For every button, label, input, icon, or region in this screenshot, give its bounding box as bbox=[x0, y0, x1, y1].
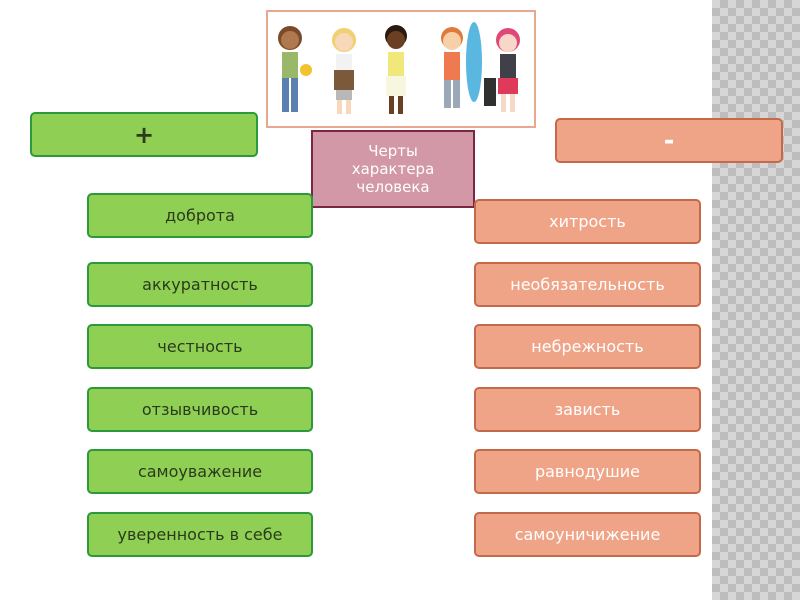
center-topic-line: Черты bbox=[368, 142, 418, 160]
children-illustration-icon bbox=[278, 22, 520, 114]
center-topic-box: Черты характера человека bbox=[311, 130, 475, 208]
negative-trait-label: необязательность bbox=[510, 275, 665, 294]
negative-trait-box: равнодушие bbox=[474, 449, 701, 494]
negative-trait-box: необязательность bbox=[474, 262, 701, 307]
positive-trait-label: честность bbox=[157, 337, 243, 356]
negative-trait-label: самоуничижение bbox=[514, 525, 661, 544]
negative-trait-box: хитрость bbox=[474, 199, 701, 244]
positive-trait-label: самоуважение bbox=[137, 462, 263, 481]
negative-header: - bbox=[555, 118, 783, 163]
center-topic-line: человека bbox=[356, 178, 430, 196]
child-figure bbox=[332, 28, 356, 114]
positive-trait-box: отзывчивость bbox=[87, 387, 313, 432]
children-group-illustration bbox=[266, 10, 536, 128]
positive-header: + bbox=[30, 112, 258, 157]
positive-trait-label: уверенность в себе bbox=[117, 525, 283, 544]
positive-trait-box: уверенность в себе bbox=[87, 512, 313, 557]
negative-header-label: - bbox=[663, 125, 675, 156]
negative-trait-box: небрежность bbox=[474, 324, 701, 369]
negative-trait-label: равнодушие bbox=[534, 462, 641, 481]
child-figure bbox=[278, 26, 312, 112]
negative-trait-box: самоуничижение bbox=[474, 512, 701, 557]
positive-trait-box: честность bbox=[87, 324, 313, 369]
negative-trait-box: зависть bbox=[474, 387, 701, 432]
child-figure bbox=[441, 22, 482, 108]
positive-trait-box: доброта bbox=[87, 193, 313, 238]
negative-trait-label: небрежность bbox=[531, 337, 644, 356]
child-figure bbox=[484, 28, 520, 112]
negative-trait-label: хитрость bbox=[549, 212, 626, 231]
positive-trait-box: аккуратность bbox=[87, 262, 313, 307]
positive-trait-label: доброта bbox=[165, 206, 235, 225]
child-figure bbox=[385, 25, 407, 114]
center-topic-line: характера bbox=[351, 160, 435, 178]
positive-trait-box: самоуважение bbox=[87, 449, 313, 494]
side-pattern-decoration bbox=[712, 0, 800, 600]
negative-trait-label: зависть bbox=[554, 400, 621, 419]
positive-trait-label: аккуратность bbox=[142, 275, 258, 294]
positive-trait-label: отзывчивость bbox=[141, 400, 259, 419]
positive-header-label: + bbox=[133, 120, 155, 149]
